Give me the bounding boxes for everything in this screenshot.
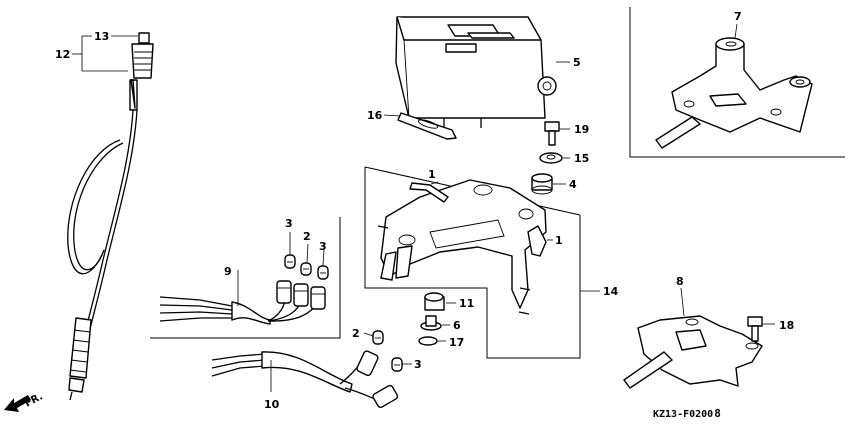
callout-9: 9: [224, 265, 232, 278]
callout-10: 10: [264, 398, 280, 411]
callout-19: 19: [574, 123, 589, 136]
wire-harness-9-group: [150, 217, 341, 339]
nut-17: [418, 336, 446, 346]
speedometer-cable: [67, 32, 154, 401]
callout-12: 12: [55, 48, 70, 61]
callout-1: 1: [428, 168, 436, 181]
front-arrow-label: FR.: [23, 391, 45, 409]
callout-8: 8: [676, 275, 684, 288]
wire-harness-10-group: [211, 330, 412, 409]
callout-13: 13: [94, 30, 109, 43]
callout-14: 14: [603, 285, 619, 298]
callout-3: 3: [285, 217, 293, 230]
bulb-3a: [284, 254, 296, 269]
callout-3: 3: [414, 358, 422, 371]
callout-7: 7: [734, 10, 742, 23]
diagram-code: KZ13-F02008: [653, 407, 721, 420]
callout-18: 18: [779, 319, 794, 332]
bulb-2b: [372, 330, 384, 345]
bolt-19: [544, 121, 570, 146]
front-direction-arrow: FR.: [4, 391, 45, 412]
bulb-3c: [391, 357, 403, 372]
bolt-18: [747, 316, 775, 342]
callout-2: 2: [303, 230, 311, 243]
callout-5: 5: [573, 56, 581, 69]
grommet-4: [531, 173, 566, 195]
callout-15: 15: [574, 152, 589, 165]
bulb-2a: [300, 262, 312, 276]
callout-11: 11: [459, 297, 474, 310]
callout-4: 4: [569, 178, 577, 191]
callout-16: 16: [367, 109, 383, 122]
bulb-3b: [317, 265, 329, 280]
washer-15: [539, 152, 570, 164]
collar-6: [420, 315, 450, 331]
callout-3: 3: [319, 240, 327, 253]
bracket-7-group: [629, 7, 845, 158]
callout-6: 6: [453, 319, 461, 332]
meter-assembly: [395, 16, 570, 128]
callout-2: 2: [352, 327, 360, 340]
meter-stay: [377, 179, 553, 315]
bracket-8: [623, 287, 763, 389]
nut-11: [424, 292, 456, 311]
callout-bracket-12-13: [72, 35, 138, 72]
plate-16: [383, 112, 457, 140]
callout-1: 1: [555, 234, 563, 247]
callout-17: 17: [449, 336, 464, 349]
